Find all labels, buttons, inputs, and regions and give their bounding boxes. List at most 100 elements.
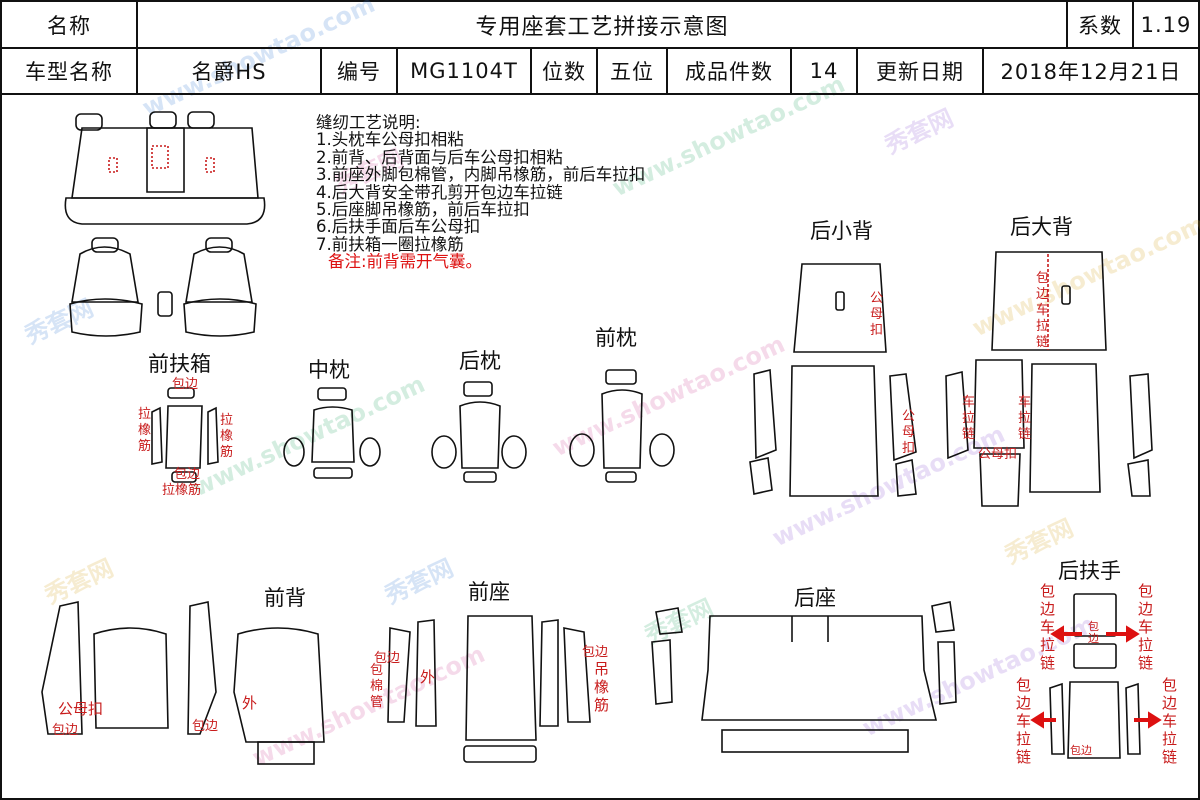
coef-label: 系数 [1068,2,1134,47]
label-front-armbox: 前扶箱 [148,352,211,376]
annotation: 母 [870,307,883,322]
label-rear-seat: 后座 [794,586,836,610]
annotation: 包边 [174,467,200,482]
annotation: 筋 [138,438,151,454]
date-label: 更新日期 [858,48,984,93]
label-front-back: 前背 [264,586,306,610]
annotation: 母 [902,425,915,440]
annotation: 外 [420,668,435,686]
annotation: 扣 [902,441,915,456]
annotation: 包 [1040,582,1055,600]
annotation: 外 [242,694,257,712]
annotation: 吊 [594,660,609,678]
annotation: 橡 [138,423,151,438]
annotation: 包边 [582,645,608,660]
note-item: 5.后座脚吊橡筋，前后车拉扣 [316,200,530,220]
annotation: 拉橡筋 [162,482,201,498]
notes-title: 缝纫工艺说明: [316,113,421,132]
annotation: 边 [1138,600,1153,618]
label-front-headrest: 前枕 [595,326,637,350]
sewing-notes: 缝纫工艺说明: 1.头枕车公母扣相粘 2.前背、后背面与后车公母扣相粘 3.前座… [316,114,645,271]
annotation: 公母扣 [58,700,103,718]
annotations: 包边 拉 橡 筋 拉 橡 筋 包边 拉橡筋 公 母 扣 公 母 扣 包 边 车 … [52,271,1177,766]
seats-value: 五位 [598,48,668,93]
annotation: 包边 [374,651,400,666]
annotation: 车 [1016,712,1031,730]
annotation: 链 [1018,427,1031,442]
annotation: 拉 [1036,319,1049,334]
mid-headrest-pieces [283,387,381,479]
label-rear-headrest: 后枕 [459,349,501,373]
label-front-seat: 前座 [468,580,510,604]
annotation: 边 [1040,600,1055,618]
front-seats-diagram [69,237,257,337]
header-row-2: 车型名称 名爵HS 编号 MG1104T 位数 五位 成品件数 14 更新日期 … [2,48,1198,95]
seats-label: 位数 [532,48,598,93]
annotation: 公 [870,291,883,306]
name-label: 名称 [2,2,138,47]
annotation: 拉 [138,407,151,422]
annotation: 包 [1162,676,1177,694]
label-rear-small-back: 后小背 [810,219,873,243]
model-value: 名爵HS [138,48,322,93]
annotation: 车 [1162,712,1177,730]
annotation: 公母扣 [978,447,1017,462]
rear-big-back-pieces [945,251,1153,507]
note-item: 6.后扶手面后车公母扣 [316,217,481,237]
front-headrest-pieces [569,369,675,483]
header-row-1: 名称 专用座套工艺拼接示意图 系数 1.19 [2,2,1198,49]
rear-armrest-pieces [1030,593,1162,759]
coef-value: 1.19 [1140,12,1192,37]
annotation: 车 [1138,618,1153,636]
annotation: 拉 [1016,730,1031,748]
annotation: 筋 [594,696,609,714]
label-rear-armrest: 后扶手 [1058,559,1121,583]
rear-small-back-pieces [749,263,917,497]
annotation: 车 [1036,302,1049,318]
annotation: 链 [1036,335,1049,350]
annotation: 管 [370,695,383,710]
annotation: 包边 [1070,744,1092,757]
note-item: 4.后大背安全带孔剪开包边车拉链 [316,182,563,202]
annotation: 包边 [192,719,218,734]
annotation: 边 [1162,694,1177,712]
annotation: 包边 [52,723,78,738]
note-item: 7.前扶箱一圈拉橡筋 [316,234,464,254]
rear-headrest-pieces [431,381,527,483]
notes-remark: 备注:前背需开气囊。 [328,252,483,272]
header-table: 名称 专用座套工艺拼接示意图 系数 1.19 车型名称 名爵HS 编号 MG11… [2,2,1198,95]
annotation: 链 [1162,748,1177,766]
front-armbox-pieces [151,387,219,483]
front-back-pieces [41,601,325,765]
annotation: 边 [1016,694,1031,712]
annotation: 包 [1036,271,1049,286]
annotation: 拉 [962,411,975,426]
page-title: 专用座套工艺拼接示意图 [138,2,1068,47]
pieces-label: 成品件数 [668,48,792,93]
annotation: 拉 [1138,636,1153,654]
annotation: 车 [962,394,975,410]
rear-seat-pieces [651,601,957,753]
label-mid-headrest: 中枕 [308,358,350,382]
annotation: 拉 [1018,411,1031,426]
annotation: 包边 [172,377,198,392]
code-label: 编号 [322,48,398,93]
annotation: 拉 [1040,636,1055,654]
annotation: 公 [902,409,915,424]
label-rear-big-back: 后大背 [1010,215,1073,239]
annotation: 车 [1018,394,1031,410]
annotation: 链 [962,427,975,442]
annotation: 边 [1088,632,1099,645]
annotation: 链 [1040,654,1055,672]
note-item: 2.前背、后背面与后车公母扣相粘 [316,147,563,167]
code-value: MG1104T [398,48,532,93]
annotation: 包 [1016,676,1031,694]
annotation: 链 [1138,654,1153,672]
annotation: 筋 [220,444,233,460]
annotation: 橡 [594,678,609,696]
annotation: 车 [1040,618,1055,636]
date-value: 2018年12月21日 [1000,59,1182,84]
model-label: 车型名称 [2,48,138,93]
annotation: 包 [1088,620,1099,633]
